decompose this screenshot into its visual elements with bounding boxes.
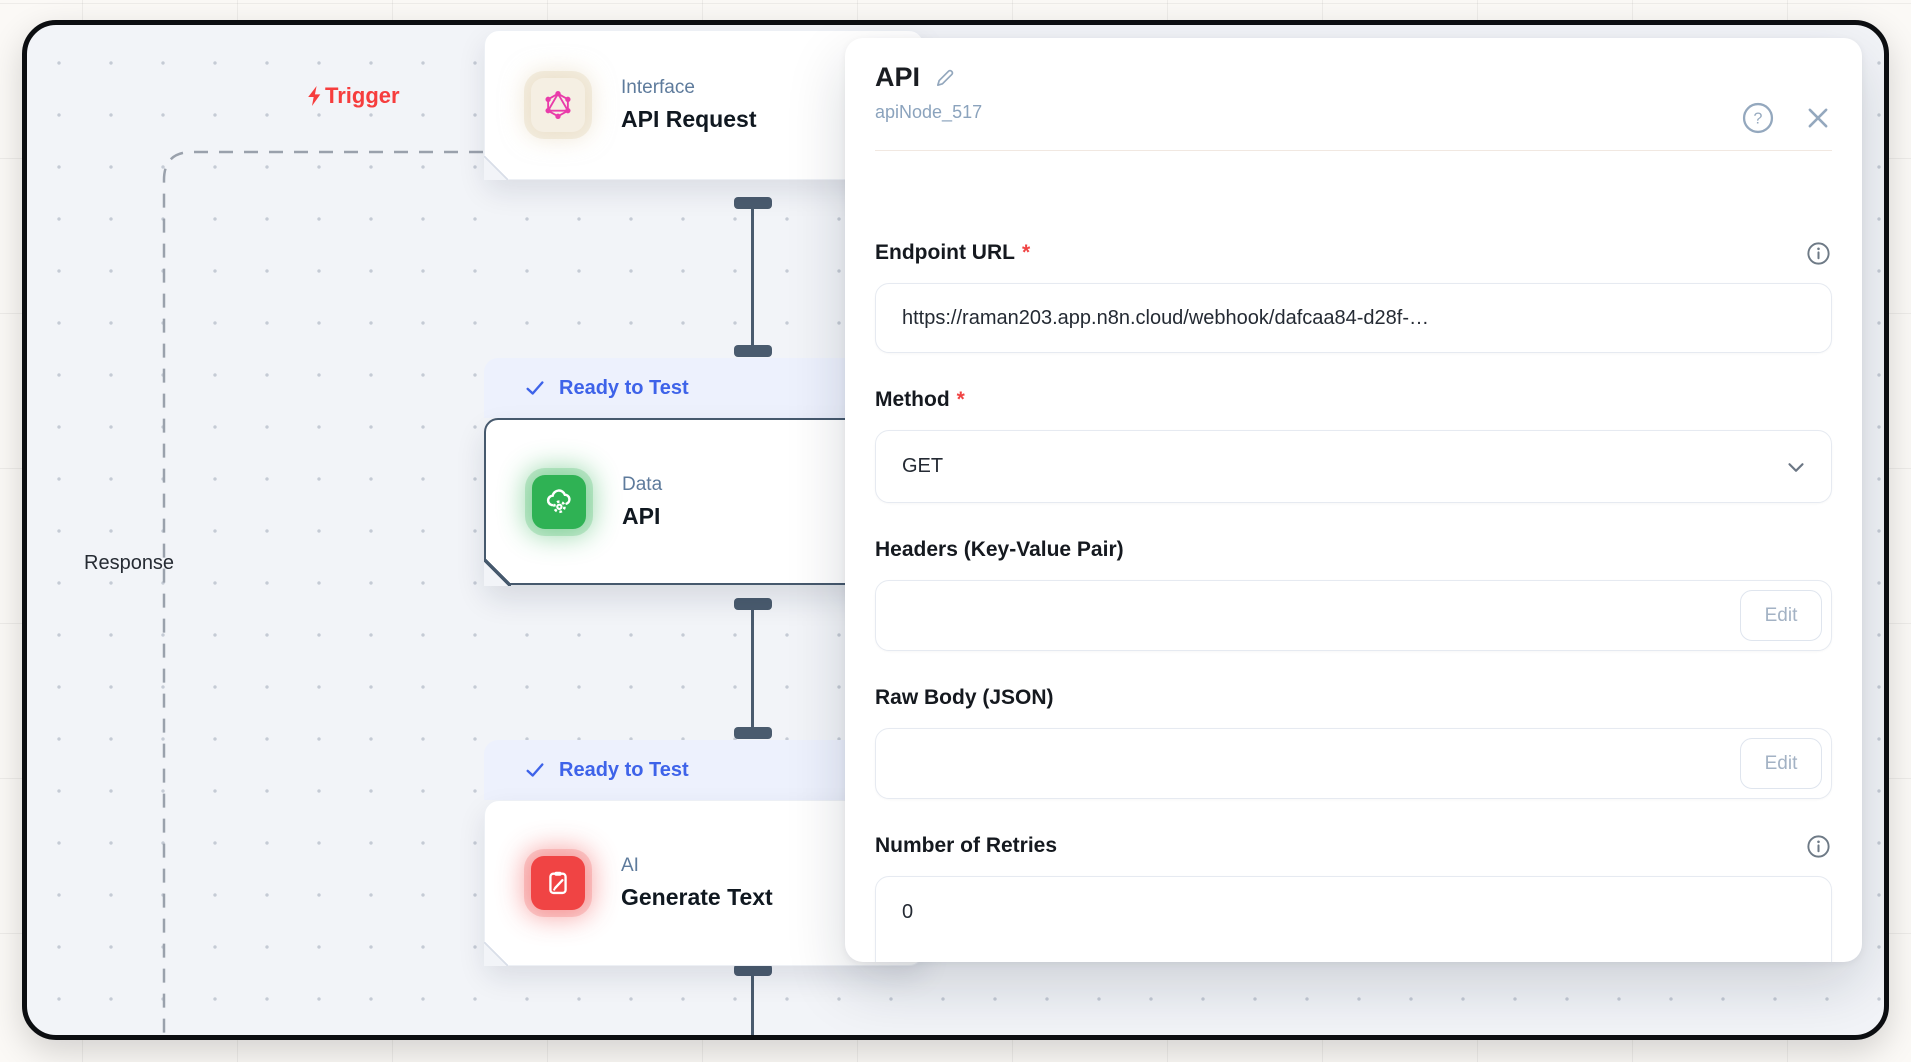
node-title: Generate Text — [621, 884, 773, 910]
cloud-gear-icon — [532, 474, 586, 529]
panel-divider — [875, 150, 1832, 151]
info-icon[interactable] — [1805, 833, 1832, 860]
wire-data-to-ai — [751, 610, 754, 727]
headers-edit-button[interactable]: Edit — [1740, 590, 1822, 641]
headers-label: Headers (Key-Value Pair) — [875, 538, 1124, 561]
raw-body-label: Raw Body (JSON) — [875, 686, 1054, 709]
node-properties-panel: API apiNode_517 ? — [845, 38, 1862, 962]
status-badge-text: Ready to Test — [559, 758, 689, 781]
status-badge-text: Ready to Test — [559, 376, 689, 399]
raw-body-input[interactable]: Edit — [875, 728, 1832, 799]
svg-text:?: ? — [1754, 111, 1763, 128]
method-select[interactable]: GET — [875, 430, 1832, 503]
response-label: Response — [84, 552, 175, 574]
node-category: AI — [621, 855, 639, 876]
port-interface-out[interactable] — [734, 197, 772, 209]
node-category: Interface — [621, 77, 695, 98]
retries-input[interactable] — [875, 876, 1832, 962]
node-corner-notch — [484, 942, 508, 966]
retries-label: Number of Retries — [875, 834, 1058, 857]
port-ai-out[interactable] — [734, 964, 772, 976]
panel-title: API — [875, 62, 921, 92]
port-data-in[interactable] — [734, 345, 772, 357]
check-icon — [526, 381, 544, 395]
node-id-label: apiNode_517 — [875, 102, 983, 122]
info-icon[interactable] — [1805, 240, 1832, 267]
close-icon[interactable] — [1804, 104, 1832, 132]
headers-input[interactable]: Edit — [875, 580, 1832, 651]
wire-interface-to-data — [751, 209, 754, 345]
workflow-canvas[interactable]: Trigger Response — [27, 25, 1884, 1035]
edit-pencil-icon[interactable] — [934, 66, 957, 89]
app-frame: Trigger Response — [22, 20, 1889, 1040]
method-label: Method* — [875, 388, 965, 411]
node-title: API Request — [621, 106, 757, 132]
wire-ai-down — [751, 976, 754, 1035]
clipboard-pencil-icon — [531, 856, 585, 910]
node-corner-notch — [483, 558, 511, 586]
lightning-bolt-icon — [308, 86, 321, 106]
check-icon — [526, 763, 544, 777]
port-data-out[interactable] — [734, 598, 772, 610]
endpoint-url-input[interactable] — [875, 283, 1832, 353]
help-icon[interactable]: ? — [1742, 102, 1774, 134]
raw-body-edit-button[interactable]: Edit — [1740, 738, 1822, 789]
node-category: Data — [622, 473, 663, 495]
endpoint-url-label: Endpoint URL* — [875, 241, 1031, 264]
trigger-label: Trigger — [307, 83, 400, 109]
port-ai-in[interactable] — [734, 727, 772, 739]
chevron-down-icon — [1788, 462, 1804, 472]
graphql-icon — [531, 78, 585, 132]
trigger-label-text: Trigger — [325, 83, 400, 108]
node-corner-notch — [484, 156, 508, 180]
method-selected-value: GET — [902, 455, 944, 477]
node-title: API — [622, 502, 661, 529]
